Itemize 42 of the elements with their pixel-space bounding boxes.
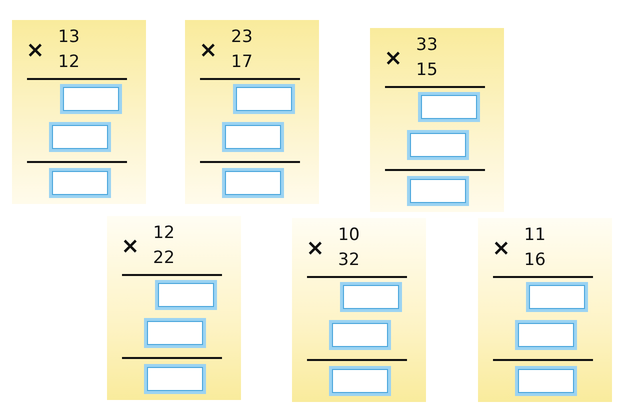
answer-box xyxy=(233,84,295,114)
answer-box xyxy=(144,318,206,348)
number: 12 xyxy=(153,224,175,242)
number: 32 xyxy=(338,251,360,269)
answer-box xyxy=(144,364,206,394)
multiplication-sign: × xyxy=(199,42,218,60)
multiplication-sign: × xyxy=(306,240,324,258)
problem-card xyxy=(185,20,319,204)
multiplication-sign: × xyxy=(492,240,510,258)
problem-card xyxy=(292,218,426,402)
number: 23 xyxy=(231,28,253,46)
multiplication-sign: × xyxy=(26,42,44,60)
multiplication-sign: × xyxy=(384,50,402,68)
number: 17 xyxy=(231,53,253,71)
number: 10 xyxy=(338,226,360,244)
problem-card xyxy=(370,28,504,212)
answer-box xyxy=(418,92,480,122)
number: 15 xyxy=(416,61,438,79)
answer-box xyxy=(49,122,111,152)
answer-box xyxy=(329,320,391,350)
answer-box xyxy=(515,320,577,350)
multiplication-sign: × xyxy=(121,238,140,256)
number: 33 xyxy=(416,36,438,54)
problem-card xyxy=(12,20,146,204)
problem-card xyxy=(107,216,241,400)
answer-box xyxy=(60,84,122,114)
answer-box xyxy=(222,122,284,152)
answer-box xyxy=(49,168,111,198)
number: 16 xyxy=(524,251,546,269)
problem-card xyxy=(478,218,612,402)
number: 22 xyxy=(153,249,175,267)
number: 11 xyxy=(524,226,546,244)
answer-box xyxy=(329,366,391,396)
number: 13 xyxy=(58,28,80,46)
answer-box xyxy=(155,280,217,310)
number: 12 xyxy=(58,53,80,71)
answer-box xyxy=(515,366,577,396)
answer-box xyxy=(222,168,284,198)
answer-box xyxy=(407,176,469,206)
answer-box xyxy=(340,282,402,312)
answer-box xyxy=(407,130,469,160)
answer-box xyxy=(526,282,588,312)
